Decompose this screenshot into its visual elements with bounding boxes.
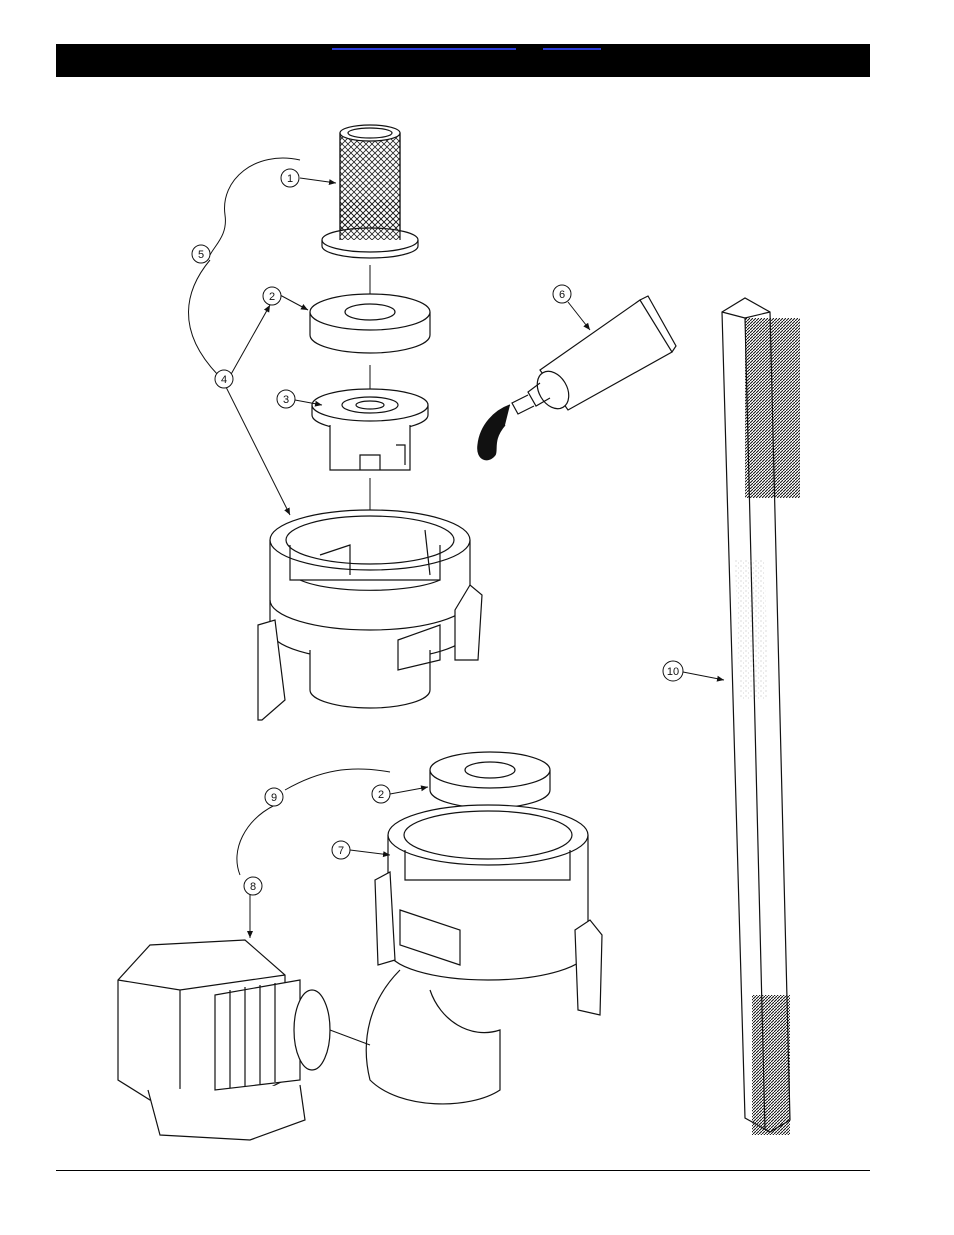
svg-text:3: 3 <box>283 394 289 406</box>
cap-body-lower <box>366 805 602 1104</box>
svg-text:8: 8 <box>250 881 256 893</box>
footer-rule <box>56 1170 870 1171</box>
svg-text:5: 5 <box>198 249 204 261</box>
strainer-screen <box>322 125 418 258</box>
callout-10: 10 <box>663 661 683 681</box>
hex-fitting <box>118 940 370 1140</box>
lubricant-tube <box>478 296 676 460</box>
seal-ring-bottom <box>430 752 550 808</box>
callout-2: 2 <box>263 287 281 305</box>
svg-text:1: 1 <box>287 173 293 185</box>
callout-9: 9 <box>265 788 283 806</box>
wire-brush <box>722 298 800 1135</box>
callout-2-lower: 2 <box>372 785 390 803</box>
svg-text:4: 4 <box>221 374 227 386</box>
callout-8: 8 <box>244 877 262 895</box>
callout-1: 1 <box>281 169 299 187</box>
seal-ring-top <box>310 294 430 353</box>
callout-3: 3 <box>277 390 295 408</box>
svg-text:2: 2 <box>378 789 384 801</box>
callout-6: 6 <box>553 285 571 303</box>
svg-text:2: 2 <box>269 291 275 303</box>
svg-text:9: 9 <box>271 792 277 804</box>
cap-body <box>258 510 482 720</box>
svg-text:7: 7 <box>338 845 344 857</box>
callout-7: 7 <box>332 841 350 859</box>
callout-4: 4 <box>215 370 233 388</box>
callout-5: 5 <box>192 245 210 263</box>
nozzle-tip <box>312 389 428 470</box>
svg-text:10: 10 <box>667 666 679 678</box>
svg-text:6: 6 <box>559 289 565 301</box>
